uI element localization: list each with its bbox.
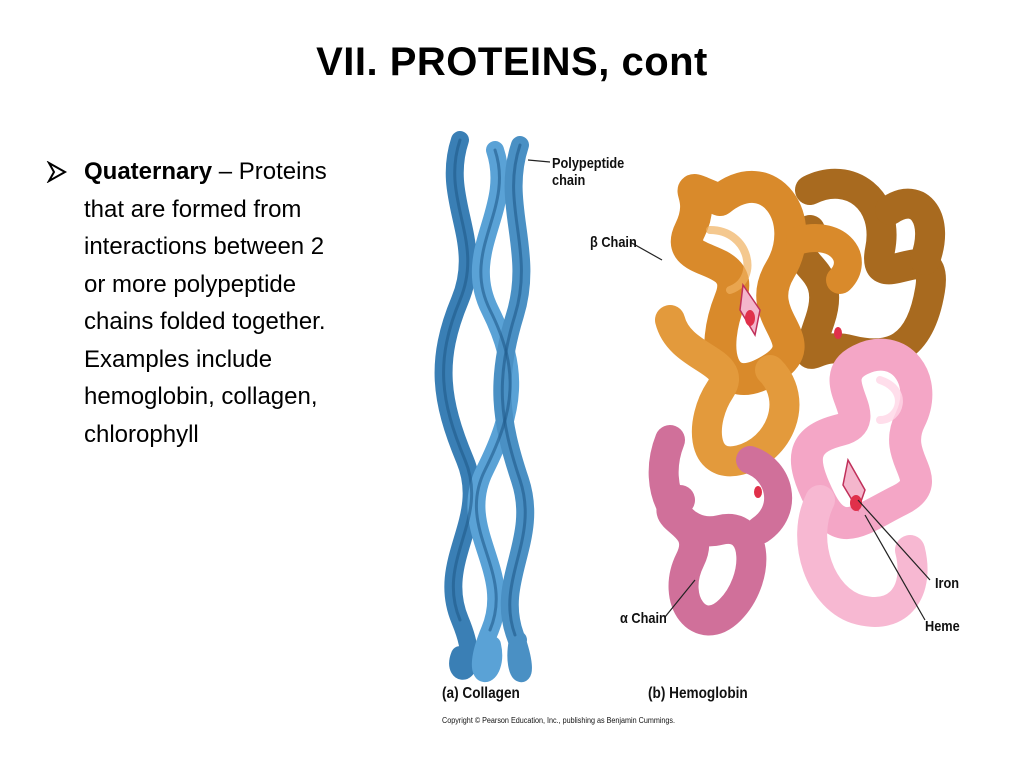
alpha-chain-label: α Chain — [620, 610, 667, 627]
slide-title: VII. PROTEINS, cont — [316, 40, 708, 84]
polypeptide-chain-label: Polypeptide chain — [552, 155, 625, 189]
collagen-caption: (a) Collagen — [442, 685, 520, 702]
beta-chain-front — [655, 171, 862, 477]
heme-leader-line — [864, 514, 926, 621]
beta-chain-back — [786, 168, 946, 369]
beta-chain-leader-line — [629, 241, 663, 261]
polypeptide-leader-line — [527, 159, 551, 163]
bullet-item: Quaternary – Proteins that are formed fr… — [46, 153, 386, 453]
heme-groups — [739, 282, 866, 512]
iron-leader-line — [857, 499, 931, 581]
collagen-helix — [434, 131, 535, 683]
bullet-term: Quaternary — [84, 158, 213, 185]
protein-figure: Polypeptide chain β Chain α Chain Iron H… — [420, 120, 1000, 735]
protein-illustration — [434, 131, 946, 683]
copyright-notice: Copyright © Pearson Education, Inc., pub… — [442, 716, 676, 725]
heme-label: Heme — [925, 618, 960, 635]
alpha-chain-dark — [648, 425, 792, 636]
iron-label: Iron — [935, 575, 960, 592]
beta-chain-label: β Chain — [590, 234, 637, 251]
bullet-description: – Proteins that are formed from interact… — [84, 158, 327, 448]
arrow-bullet-icon — [46, 161, 68, 183]
bullet-text: Quaternary – Proteins that are formed fr… — [84, 153, 386, 453]
hemoglobin-caption: (b) Hemoglobin — [648, 685, 748, 702]
alpha-chain-leader-line — [664, 579, 696, 618]
alpha-chain-light — [791, 338, 933, 627]
